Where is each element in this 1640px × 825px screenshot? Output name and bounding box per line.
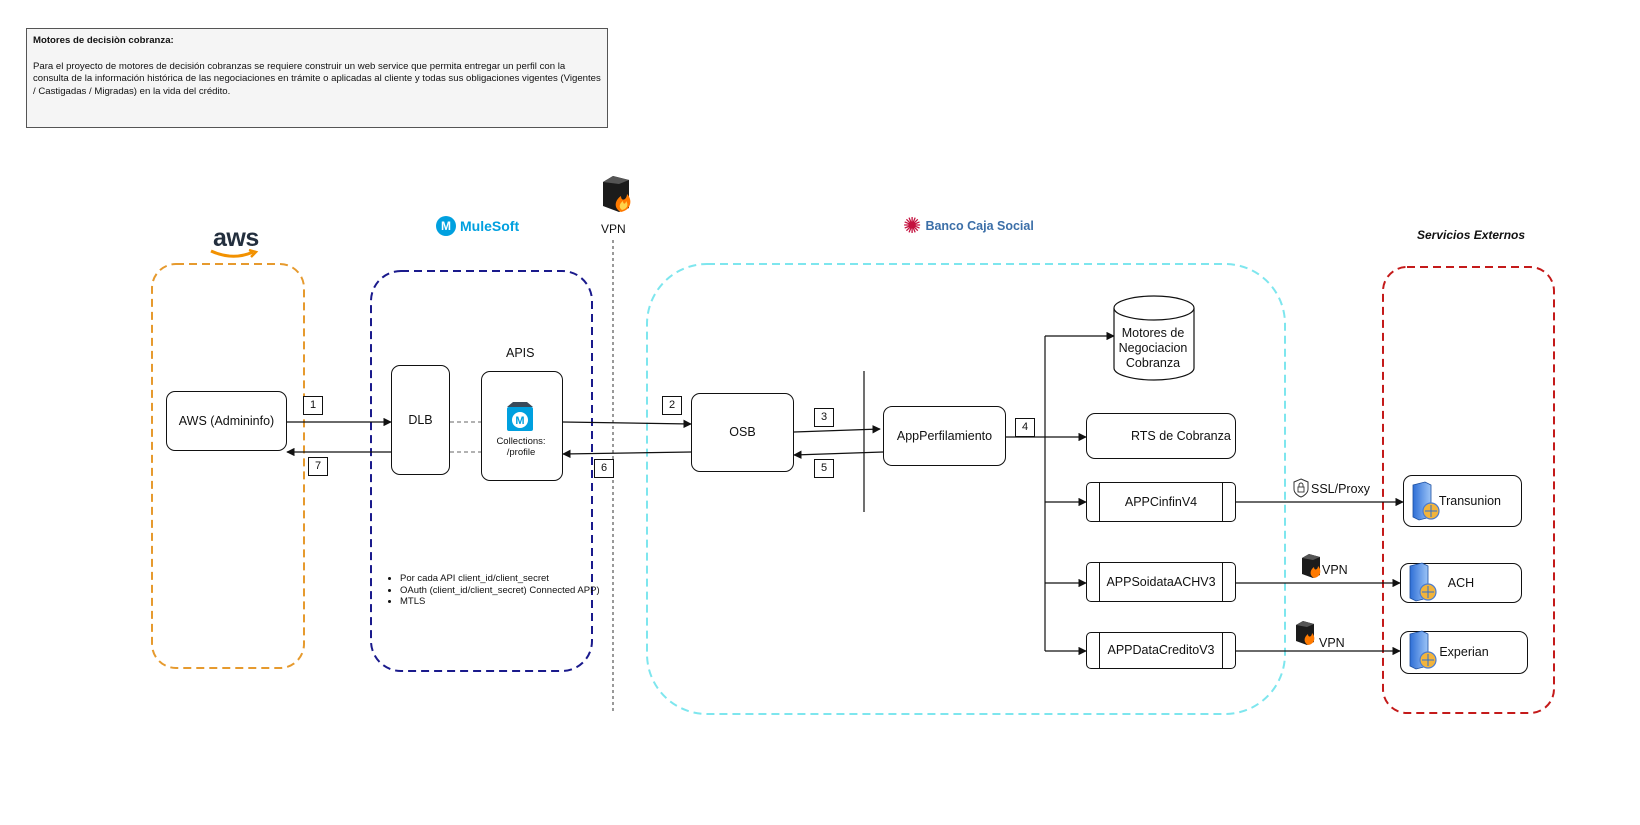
description-note: Motores de decisiòn cobranza: Para el pr… bbox=[26, 28, 608, 128]
bank-logo: ✺ Banco Caja Social bbox=[903, 213, 1034, 238]
experian-label: Experian bbox=[1439, 645, 1489, 659]
mulesoft-api-icon: M bbox=[507, 402, 533, 431]
aws-smile-icon bbox=[210, 249, 259, 258]
bank-logo-icon: ✺ bbox=[903, 213, 922, 238]
mulesoft-logo-text: MuleSoft bbox=[460, 218, 520, 234]
step-5: 5 bbox=[814, 459, 834, 478]
step-7: 7 bbox=[308, 457, 328, 476]
vpn-header: VPN bbox=[601, 222, 626, 236]
mulesoft-logo-icon: M bbox=[436, 216, 456, 236]
bank-zone bbox=[646, 263, 1286, 715]
database-icon bbox=[1113, 295, 1195, 381]
server-icon bbox=[1412, 481, 1440, 521]
transunion-label: Transunion bbox=[1438, 493, 1501, 508]
server-icon bbox=[1409, 562, 1437, 602]
rts-label: RTS de Cobranza bbox=[1131, 428, 1231, 443]
lock-icon bbox=[1293, 478, 1309, 498]
firewall-icon bbox=[1296, 621, 1315, 645]
mulesoft-logo: M MuleSoft bbox=[436, 216, 519, 236]
db-motores-label: Motores de Negociacion Cobranza bbox=[1118, 326, 1188, 370]
list-item: MTLS bbox=[400, 596, 604, 608]
osb-node[interactable]: OSB bbox=[691, 393, 794, 472]
server-icon bbox=[1409, 630, 1437, 670]
rts-node[interactable]: RTS de Cobranza bbox=[1086, 413, 1236, 459]
app-cifin-node[interactable]: APPCinfinV4 bbox=[1086, 482, 1236, 522]
flow-3 bbox=[793, 425, 881, 434]
app-datacredito-node[interactable]: APPDataCreditoV3 bbox=[1086, 632, 1236, 669]
api-caption: Collections: /profile bbox=[496, 436, 546, 458]
app-soidata-node[interactable]: APPSoidataACHV3 bbox=[1086, 562, 1236, 602]
mulesoft-security-list: Por cada API client_id/client_secret OAu… bbox=[386, 573, 604, 608]
flow-5 bbox=[793, 450, 884, 459]
vpn-experian-label: VPN bbox=[1319, 636, 1345, 650]
step-3: 3 bbox=[814, 408, 834, 427]
firewall-icon bbox=[603, 176, 631, 212]
flow-2 bbox=[562, 419, 692, 429]
step-4: 4 bbox=[1015, 418, 1035, 437]
aws-logo: aws bbox=[210, 224, 259, 258]
app-perfilamiento-node[interactable]: AppPerfilamiento bbox=[883, 406, 1006, 466]
list-item: Por cada API client_id/client_secret bbox=[400, 573, 604, 585]
aws-logo-text: aws bbox=[213, 224, 259, 252]
note-body: Para el proyecto de motores de decisión … bbox=[33, 60, 601, 97]
aws-zone bbox=[151, 263, 305, 669]
external-zone bbox=[1382, 266, 1555, 714]
aws-admininfo-node[interactable]: AWS (Admininfo) bbox=[166, 391, 287, 451]
list-item: OAuth (client_id/client_secret) Connecte… bbox=[400, 585, 604, 597]
vpn-ach-label: VPN bbox=[1322, 563, 1348, 577]
ssl-proxy-label: SSL/Proxy bbox=[1311, 482, 1371, 496]
step-1: 1 bbox=[303, 396, 323, 415]
step-6: 6 bbox=[594, 459, 614, 478]
step-2: 2 bbox=[662, 396, 682, 415]
svg-text:M: M bbox=[515, 415, 524, 427]
ach-label: ACH bbox=[1447, 575, 1475, 590]
flow-6 bbox=[562, 449, 692, 459]
mulesoft-zone bbox=[370, 270, 593, 672]
bank-logo-text: Banco Caja Social bbox=[925, 219, 1034, 233]
external-services-header: Servicios Externos bbox=[1417, 228, 1526, 242]
apis-title: APIS bbox=[506, 346, 535, 360]
firewall-icon bbox=[1302, 554, 1321, 578]
note-title: Motores de decisiòn cobranza: bbox=[33, 35, 174, 46]
dlb-node[interactable]: DLB bbox=[391, 365, 450, 475]
